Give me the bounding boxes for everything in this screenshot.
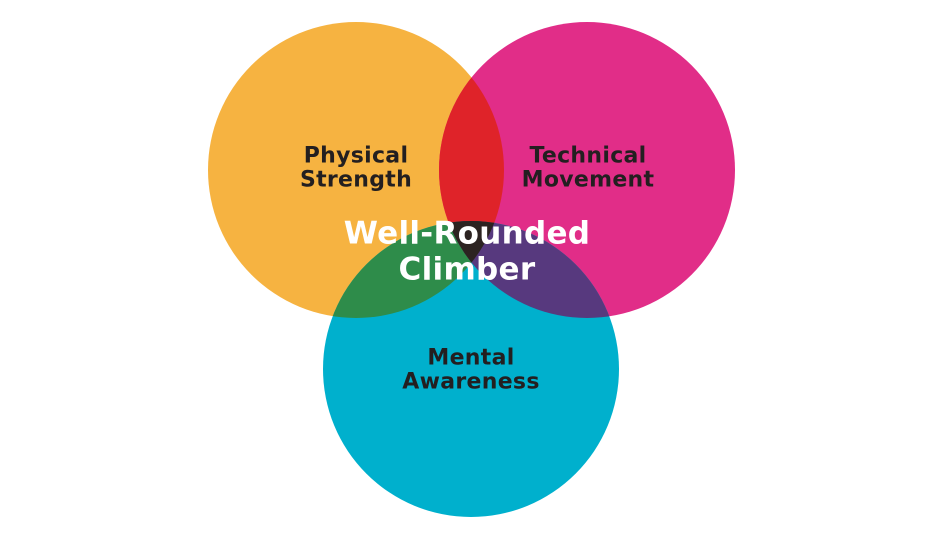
technical-mental-overlap (439, 221, 619, 318)
physical-mental-overlap (323, 221, 504, 318)
